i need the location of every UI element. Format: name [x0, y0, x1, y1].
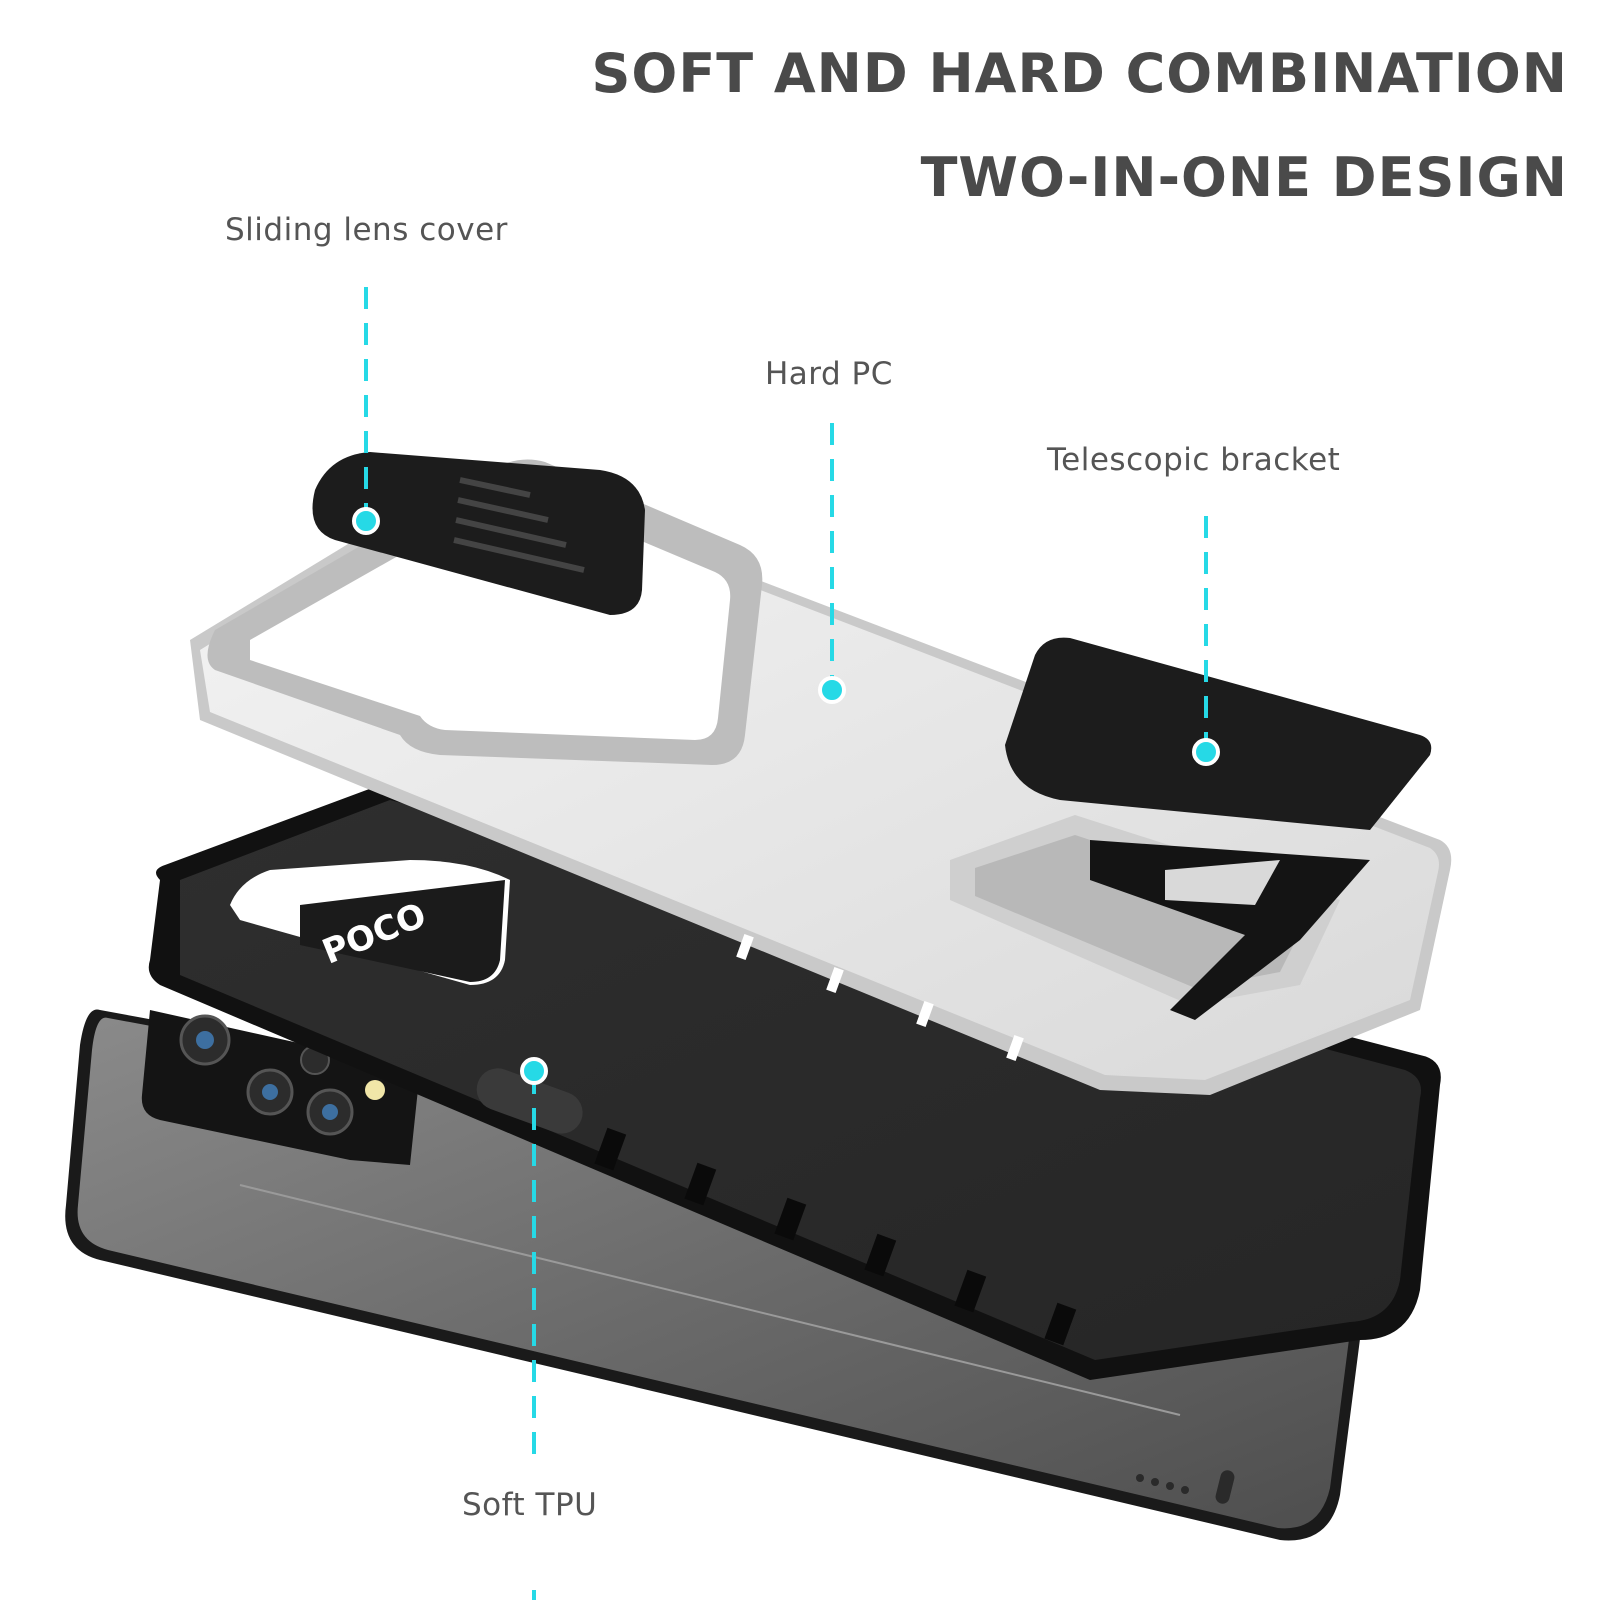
telescopic-bracket [1005, 637, 1432, 1020]
slider-grip-lines [453, 477, 585, 573]
phone-device [65, 1009, 1366, 1541]
callout-label-soft-tpu: Soft TPU [462, 1487, 598, 1523]
phone-speaker-holes-icon [1136, 1470, 1235, 1504]
callout-dot-hard-pc [818, 676, 846, 704]
tpu-grip-ridges [594, 1127, 1077, 1346]
headline-line-1: SOFT AND HARD COMBINATION [591, 42, 1568, 105]
tpu-button-cutout [476, 1068, 583, 1134]
soft-tpu-case: POCO [148, 785, 1441, 1380]
hard-pc-shell [190, 459, 1452, 1095]
callout-dots [352, 507, 1220, 1085]
callout-label-sliding-lens-cover: Sliding lens cover [225, 212, 508, 248]
camera-lens-icon [179, 1014, 354, 1136]
sliding-lens-cover [312, 452, 645, 615]
callout-leader-lines [364, 287, 1208, 1600]
phone-camera-module [141, 1010, 420, 1165]
callout-dot-telescopic-bracket [1192, 738, 1220, 766]
shell-edge-notches [736, 934, 1024, 1061]
camera-flash-icon [365, 1080, 385, 1100]
headline-line-2: TWO-IN-ONE DESIGN [920, 146, 1568, 209]
callout-dot-sliding-lens-cover [352, 507, 380, 535]
callout-label-hard-pc: Hard PC [765, 356, 893, 392]
callout-dot-soft-tpu [520, 1057, 548, 1085]
callout-label-telescopic-bracket: Telescopic bracket [1047, 442, 1341, 478]
